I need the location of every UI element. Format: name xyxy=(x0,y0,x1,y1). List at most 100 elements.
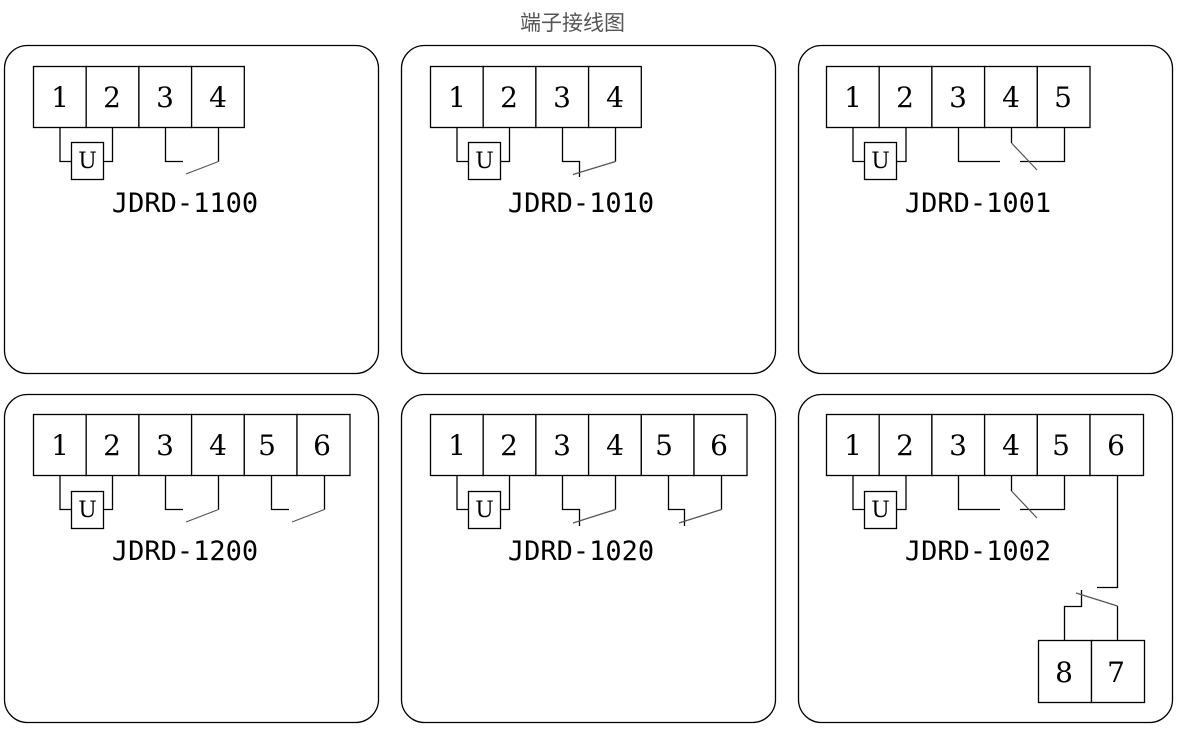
svg-text:7: 7 xyxy=(1107,656,1125,689)
svg-text:JDRD-1020: JDRD-1020 xyxy=(508,536,654,567)
terminal-strip-lower: 8 7 xyxy=(1037,639,1146,704)
terminal-2 xyxy=(878,413,933,477)
svg-text:4: 4 xyxy=(606,81,624,114)
terminal-label: 2 xyxy=(103,429,121,462)
svg-text:1: 1 xyxy=(448,429,466,462)
terminal-label: 6 xyxy=(313,429,331,462)
svg-text:1: 1 xyxy=(51,81,69,114)
terminal-label: 2 xyxy=(896,429,914,462)
svg-text:4: 4 xyxy=(1002,429,1020,462)
svg-text:5: 5 xyxy=(1052,429,1070,462)
terminal-6 xyxy=(1089,413,1145,477)
model-label: JDRD-1100 xyxy=(112,188,258,219)
terminal-strip: 1 2 3 4 xyxy=(429,65,642,129)
svg-text:3: 3 xyxy=(156,429,174,462)
terminal-label: 4 xyxy=(606,429,624,462)
svg-text:2: 2 xyxy=(896,81,914,114)
terminal-strip: 1 2 3 4 5 6 xyxy=(825,413,1145,477)
svg-text:6: 6 xyxy=(313,429,331,462)
svg-text:1: 1 xyxy=(448,81,466,114)
coil-u: U xyxy=(852,127,907,181)
coil-box xyxy=(70,141,105,181)
panel-frame xyxy=(3,393,380,724)
terminal-label: 5 xyxy=(1052,429,1070,462)
svg-text:3: 3 xyxy=(949,429,967,462)
terminal-label: 1 xyxy=(51,81,69,114)
model-label: JDRD-1010 xyxy=(508,188,654,219)
terminal-strip: 1 2 3 4 5 xyxy=(825,65,1091,129)
terminal-3 xyxy=(535,413,590,477)
terminal-6 xyxy=(693,413,748,477)
svg-text:JDRD-1002: JDRD-1002 xyxy=(905,536,1051,567)
terminal-4 xyxy=(190,65,245,129)
svg-text:1: 1 xyxy=(51,429,69,462)
terminal-4 xyxy=(587,65,642,129)
svg-text:5: 5 xyxy=(1054,81,1072,114)
model-label: JDRD-1002 xyxy=(905,536,1051,567)
terminal-label: 3 xyxy=(949,429,967,462)
svg-text:3: 3 xyxy=(553,429,571,462)
coil-u: U xyxy=(852,475,907,530)
svg-text:5: 5 xyxy=(655,429,673,462)
diagram-title: 端子接线图 xyxy=(520,11,625,35)
terminal-2 xyxy=(85,413,140,477)
terminal-label: 6 xyxy=(1107,429,1125,462)
svg-text:U: U xyxy=(78,149,97,174)
coil-u: U xyxy=(456,475,511,530)
coil-label: U xyxy=(78,498,97,523)
terminal-label: 7 xyxy=(1107,656,1125,689)
panel-jdrd-1001: 1 2 3 4 5 U JDRD-1001 xyxy=(797,44,1174,375)
svg-text:JDRD-1001: JDRD-1001 xyxy=(905,188,1051,219)
svg-text:JDRD-1200: JDRD-1200 xyxy=(112,536,258,567)
svg-text:1: 1 xyxy=(844,429,862,462)
coil-box xyxy=(70,490,105,530)
svg-text:JDRD-1010: JDRD-1010 xyxy=(508,188,654,219)
panel-jdrd-1100: 1 2 3 4 U JDRD-1100 xyxy=(3,44,380,375)
terminal-label: 4 xyxy=(1002,429,1020,462)
terminal-2 xyxy=(482,413,537,477)
svg-text:3: 3 xyxy=(553,81,571,114)
contact-nc-3-4 xyxy=(561,127,617,177)
terminal-3 xyxy=(138,413,193,477)
terminal-5 xyxy=(1036,65,1091,129)
model-label: JDRD-1001 xyxy=(905,188,1051,219)
terminal-label: 3 xyxy=(553,429,571,462)
svg-text:1: 1 xyxy=(844,81,862,114)
terminal-label: 3 xyxy=(156,429,174,462)
contact-nc-5-6 xyxy=(667,475,723,526)
terminal-label: 5 xyxy=(655,429,673,462)
terminal-label: 2 xyxy=(103,81,121,114)
svg-text:8: 8 xyxy=(1055,656,1073,689)
contact-no-3-4 xyxy=(164,475,220,523)
svg-text:4: 4 xyxy=(606,429,624,462)
coil-label: U xyxy=(871,498,890,523)
terminal-4 xyxy=(983,413,1038,477)
terminal-label: 4 xyxy=(606,81,624,114)
svg-text:4: 4 xyxy=(209,429,227,462)
terminal-label: 2 xyxy=(500,81,518,114)
contact-changeover-6-7-8 xyxy=(1063,475,1119,641)
svg-text:2: 2 xyxy=(103,429,121,462)
coil-label: U xyxy=(871,149,890,174)
panel-jdrd-1010: 1 2 3 4 U JDRD-1010 xyxy=(400,44,777,375)
panel-jdrd-1200: 1 2 3 4 5 6 U JDRD-1200 xyxy=(3,393,380,724)
svg-text:2: 2 xyxy=(500,429,518,462)
coil-label: U xyxy=(78,149,97,174)
terminal-label: 4 xyxy=(209,429,227,462)
coil-box xyxy=(467,141,502,181)
terminal-label: 4 xyxy=(209,81,227,114)
coil-box xyxy=(863,490,898,530)
coil-box xyxy=(863,141,898,181)
svg-text:6: 6 xyxy=(710,429,728,462)
svg-text:4: 4 xyxy=(209,81,227,114)
contact-nc-3-4 xyxy=(561,475,617,526)
coil-box xyxy=(467,490,502,530)
svg-text:6: 6 xyxy=(1107,429,1125,462)
terminal-label: 1 xyxy=(448,429,466,462)
terminal-label: 1 xyxy=(844,81,862,114)
contact-no-5-6 xyxy=(270,475,326,523)
svg-text:3: 3 xyxy=(156,81,174,114)
svg-text:U: U xyxy=(475,149,494,174)
terminal-strip: 1 2 3 4 5 6 xyxy=(429,413,748,477)
